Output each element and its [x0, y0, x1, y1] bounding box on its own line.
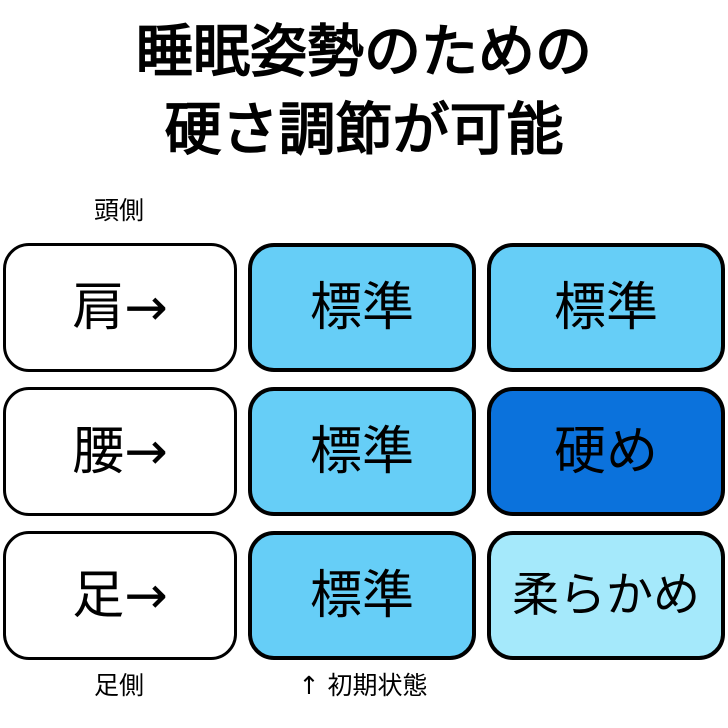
firmness-cell-foot-initial-text: 標準	[309, 565, 414, 626]
firmness-cell-waist-adjusted-text: 硬め	[553, 421, 658, 482]
caption-head-side: 頭側	[93, 196, 144, 225]
row-label-shoulder: 肩→	[3, 243, 237, 372]
title-line-2: 硬さ調節が可能	[164, 96, 564, 163]
firmness-cell-waist-adjusted[interactable]: 硬め	[487, 387, 725, 516]
firmness-cell-foot-adjusted[interactable]: 柔らかめ	[487, 531, 725, 660]
firmness-cell-shoulder-initial-text: 標準	[309, 277, 414, 338]
firmness-cell-shoulder-adjusted-text: 標準	[553, 277, 658, 338]
caption-foot-side: 足側	[93, 671, 144, 700]
firmness-cell-waist-initial-text: 標準	[309, 421, 414, 482]
firmness-cell-shoulder-adjusted[interactable]: 標準	[487, 243, 725, 372]
firmness-cell-waist-initial[interactable]: 標準	[248, 387, 476, 516]
row-label-shoulder-text: 肩→	[72, 277, 168, 338]
firmness-cell-foot-initial[interactable]: 標準	[248, 531, 476, 660]
firmness-grid: 肩→ 標準 標準 腰→ 標準 硬め 足→ 標準 柔らかめ	[3, 243, 725, 660]
firmness-cell-shoulder-initial[interactable]: 標準	[248, 243, 476, 372]
row-label-foot: 足→	[3, 531, 237, 660]
title-line-1: 睡眠姿勢のための	[136, 19, 592, 85]
page-title: 睡眠姿勢のための 硬さ調節が可能	[0, 14, 728, 169]
row-label-foot-text: 足→	[72, 565, 168, 626]
row-label-waist: 腰→	[3, 387, 237, 516]
firmness-cell-foot-adjusted-text: 柔らかめ	[512, 568, 700, 623]
row-label-waist-text: 腰→	[72, 421, 168, 482]
caption-initial-state: ↑ 初期状態	[298, 671, 428, 700]
